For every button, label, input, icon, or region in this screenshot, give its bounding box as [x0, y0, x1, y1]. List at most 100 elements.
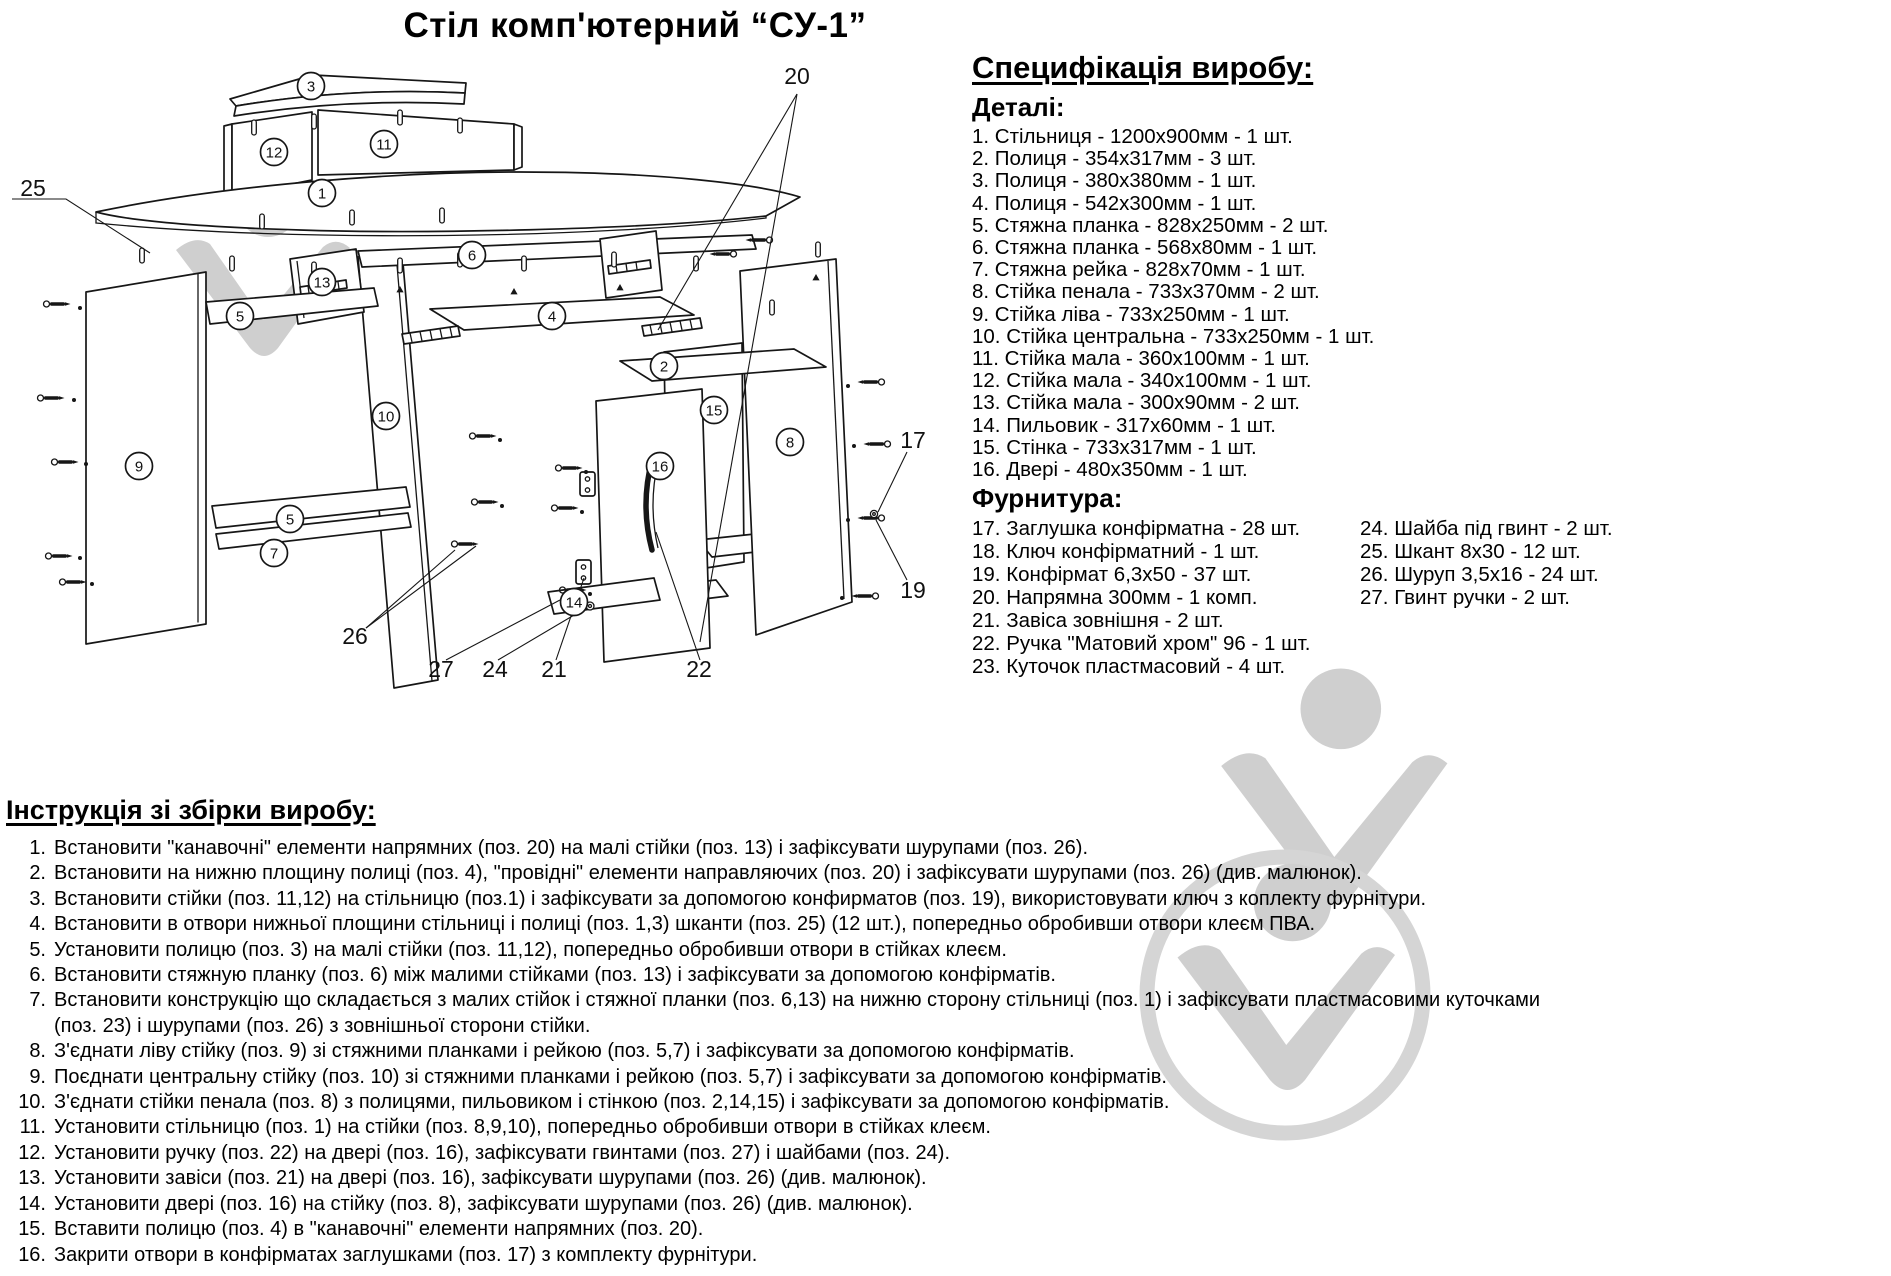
step-number: 10.: [18, 1091, 46, 1114]
detail-item: 3. Полиця - 380х380мм - 1 шт.: [972, 169, 1257, 193]
exploded-parts: [85, 74, 853, 689]
step-text: З'єднати стійки пенала (поз. 8) з полиця…: [54, 1091, 1170, 1114]
svg-text:1: 1: [318, 185, 326, 202]
hardware-item: 27. Гвинт ручки - 2 шт.: [1360, 586, 1570, 610]
hardware-list: 17. Заглушка конфірматна - 28 шт. 24. Ша…: [972, 517, 1632, 678]
instructions-list: 1. Встановити "канавочні" елементи напря…: [6, 836, 1586, 1268]
step-number: 15.: [18, 1218, 46, 1241]
part-callout: 7: [259, 538, 289, 568]
hardware-row: 17. Заглушка конфірматна - 28 шт. 24. Ша…: [972, 517, 1632, 540]
step-number: 11.: [19, 1116, 46, 1139]
step-text: Установити ручку (поз. 22) на двері (поз…: [54, 1141, 951, 1164]
detail-item: 14. Пильовик - 317х60мм - 1 шт.: [972, 413, 1276, 437]
svg-text:10: 10: [378, 408, 395, 425]
part-callout: 11: [369, 129, 399, 159]
hardware-item: 22. Ручка "Матовий хром" 96 - 1 шт.: [972, 632, 1311, 656]
hardware-row: 22. Ручка "Матовий хром" 96 - 1 шт.: [972, 632, 1632, 655]
instruction-step: 15. Вставити полицю (поз. 4) в "канавочн…: [6, 1217, 1576, 1242]
part-callout: 16: [645, 451, 675, 481]
part-callout: 10: [371, 401, 401, 431]
hardware-heading: Фурнитура:: [972, 483, 1123, 514]
instruction-step: 1. Встановити "канавочні" елементи напря…: [6, 836, 1576, 861]
page-title: Стіл комп'ютерний “СУ-1”: [403, 6, 867, 45]
part-callout: 9: [124, 451, 154, 481]
instruction-step: 16. Закрити отвори в конфірматах заглушк…: [6, 1243, 1576, 1268]
details-heading: Деталі:: [972, 92, 1065, 122]
instruction-step: 2. Встановити на нижню площину полиці (п…: [6, 861, 1576, 886]
detail-item: 13. Стійка мала - 300х90мм - 2 шт.: [972, 391, 1300, 415]
instructions-panel: Інструкція зі збірки виробу: 1. Встанови…: [6, 795, 1586, 1268]
hardware-item: 20. Напрямна 300мм - 1 комп.: [972, 586, 1258, 610]
part-callout: 2: [649, 351, 679, 381]
step-number: 5.: [29, 938, 46, 961]
part-callout: 5: [275, 504, 305, 534]
instructions-heading: Інструкція зі збірки виробу:: [6, 795, 376, 825]
detail-item: 1. Стільниця - 1200х900мм - 1 шт.: [972, 125, 1293, 148]
details-list: 1. Стільниця - 1200х900мм - 1 шт. 2. Пол…: [972, 125, 1632, 482]
svg-text:2: 2: [660, 358, 668, 375]
hardware-label: 26: [342, 623, 368, 649]
step-text: Встановити в отвори нижньої площини стіл…: [54, 913, 1316, 936]
svg-text:14: 14: [566, 594, 583, 611]
detail-item: 12. Стійка мала - 340х100мм - 1 шт.: [972, 369, 1312, 393]
detail-item: 8. Стійка пенала - 733х370мм - 2 шт.: [972, 280, 1320, 304]
hardware-item: [1360, 632, 1632, 655]
svg-text:7: 7: [270, 545, 278, 562]
hardware-item: 17. Заглушка конфірматна - 28 шт.: [972, 517, 1301, 541]
instruction-step: 10. З'єднати стійки пенала (поз. 8) з по…: [6, 1090, 1576, 1115]
part-callout: 15: [699, 395, 729, 425]
step-number: 13.: [18, 1167, 46, 1190]
svg-text:6: 6: [468, 247, 476, 264]
hardware-row: 23. Куточок пластмасовий - 4 шт.: [972, 655, 1632, 678]
svg-text:16: 16: [652, 458, 669, 475]
hardware-row: 20. Напрямна 300мм - 1 комп. 27. Гвинт р…: [972, 586, 1632, 609]
svg-text:3: 3: [307, 78, 315, 95]
svg-text:11: 11: [376, 136, 392, 153]
instruction-step: 6. Встановити стяжную планку (поз. 6) мі…: [6, 963, 1576, 988]
part-callout: 8: [775, 427, 805, 457]
hardware-label: 27: [428, 656, 454, 682]
detail-item: 16. Двері - 480х350мм - 1 шт.: [972, 458, 1248, 482]
leader-lines: [12, 93, 908, 661]
step-number: 2.: [29, 862, 46, 885]
part-small-stand: [317, 109, 515, 176]
hardware-item: 19. Конфірмат 6,3х50 - 37 шт.: [972, 563, 1252, 587]
detail-item: 2. Полиця - 354х317мм - 3 шт.: [972, 147, 1257, 171]
spec-heading: Специфікація виробу:: [972, 50, 1314, 85]
step-number: 14.: [18, 1192, 46, 1215]
part-callout: 5: [225, 301, 255, 331]
hardware-item: 23. Куточок пластмасовий - 4 шт.: [972, 655, 1286, 679]
hardware-label: 22: [686, 656, 712, 682]
svg-text:4: 4: [548, 308, 556, 325]
step-number: 8.: [29, 1040, 46, 1063]
part-center-stand: [357, 250, 439, 689]
step-text: Встановити стійки (поз. 11,12) на стільн…: [54, 887, 1427, 910]
hardware-row: 19. Конфірмат 6,3х50 - 37 шт. 26. Шуруп …: [972, 563, 1632, 586]
instruction-step: 4. Встановити в отвори нижньої площини с…: [6, 912, 1576, 937]
svg-text:5: 5: [236, 308, 244, 325]
step-text: Встановити "канавочні" елементи напрямни…: [54, 837, 1089, 859]
hardware-item: 25. Шкант 8х30 - 12 шт.: [1360, 540, 1581, 564]
svg-text:5: 5: [286, 511, 294, 528]
step-number: 12.: [18, 1141, 46, 1164]
detail-item: 7. Стяжна рейка - 828х70мм - 1 шт.: [972, 258, 1306, 282]
detail-item: 15. Стінка - 733х317мм - 1 шт.: [972, 435, 1257, 459]
detail-item: 11. Стійка мала - 360х100мм - 1 шт.: [972, 347, 1310, 371]
part-callout: 14: [559, 587, 589, 617]
instruction-step: 8. З'єднати ліву стійку (поз. 9) зі стяж…: [6, 1039, 1576, 1064]
step-text: Встановити стяжную планку (поз. 6) між м…: [54, 964, 1056, 987]
hardware-row: 21. Завіса зовнішня - 2 шт.: [972, 609, 1632, 632]
step-text: Вставити полицю (поз. 4) в "канавочні" е…: [54, 1218, 704, 1241]
instruction-step: 14. Установити двері (поз. 16) на стійку…: [6, 1192, 1576, 1217]
hardware-item: [1360, 609, 1632, 632]
hardware-label: 20: [784, 63, 810, 89]
step-text: Установити стільницю (поз. 1) на стійки …: [54, 1116, 991, 1139]
guide-rail: [607, 259, 652, 275]
hardware-item: 21. Завіса зовнішня - 2 шт.: [972, 609, 1224, 633]
svg-text:13: 13: [314, 274, 331, 291]
step-text: Встановити на нижню площину полиці (поз.…: [54, 862, 1362, 885]
